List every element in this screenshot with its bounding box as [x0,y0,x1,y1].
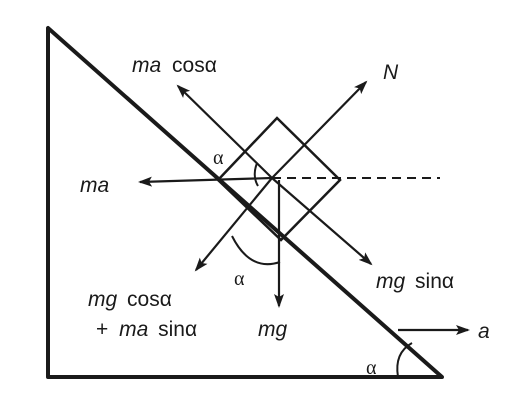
normal-force-label: N [383,61,399,84]
mg-sin-arrow [271,177,373,266]
angle-arc-top [253,162,259,187]
angle-arc-mid [231,235,281,266]
mg-cos-label-line1: mg cosα [88,288,172,311]
normal-force-arrow [271,80,368,179]
wedge-triangle [46,26,444,379]
mg-cos-arrow [194,177,273,272]
ma-arrow [138,176,273,187]
ma-label: ma [80,174,109,197]
angle-label-top: α [213,147,224,169]
ma-cos-label: ma cosα [132,54,217,77]
ma-cos-arrow [176,84,273,179]
acceleration-label: a [478,320,490,343]
angle-label-mid: α [234,268,245,290]
mg-sin-label: mg sinα [376,270,454,293]
angle-arc-base [396,342,413,378]
angle-label-base: α [366,357,377,379]
mg-cos-label-line2: + ma sinα [96,318,197,341]
mg-label: mg [258,318,287,341]
block [216,116,342,242]
